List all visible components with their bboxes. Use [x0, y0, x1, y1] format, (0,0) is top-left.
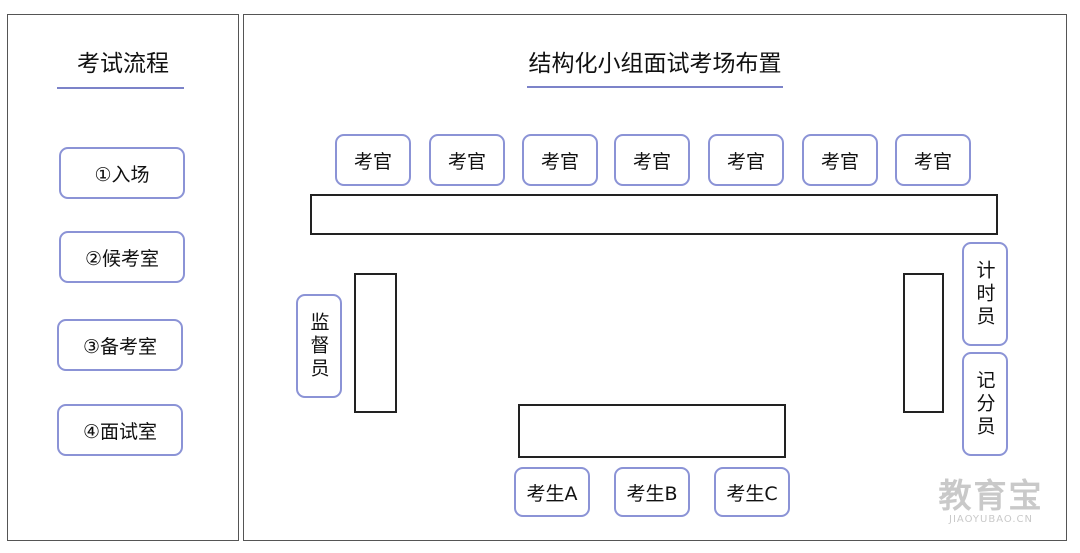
candidate-table	[518, 404, 786, 458]
process-title-underline	[57, 87, 184, 89]
step-prep-room: ③备考室	[57, 319, 183, 371]
staff-table	[903, 273, 944, 413]
timekeeper: 计时员	[962, 242, 1008, 346]
step-enter: ①入场	[59, 147, 185, 199]
supervisor-table	[354, 273, 397, 413]
candidate-c: 考生C	[714, 467, 790, 517]
examiner-7: 考官	[895, 134, 971, 186]
process-title: 考试流程	[77, 51, 169, 77]
layout-title: 结构化小组面试考场布置	[528, 51, 782, 77]
watermark-main-text: 教育宝	[938, 476, 1044, 515]
layout-title-underline	[527, 86, 783, 88]
examiner-2: 考官	[429, 134, 505, 186]
watermark-logo: 教育宝 JIAOYUBAO.CN	[918, 478, 1064, 526]
supervisor: 监督员	[296, 294, 342, 398]
examiner-6: 考官	[802, 134, 878, 186]
examiner-3: 考官	[522, 134, 598, 186]
watermark-sub-text: JIAOYUBAO.CN	[949, 514, 1033, 525]
step-waiting-room: ②候考室	[59, 231, 185, 283]
examiner-4: 考官	[614, 134, 690, 186]
examiner-table	[310, 194, 998, 235]
examiner-1: 考官	[335, 134, 411, 186]
candidate-b: 考生B	[614, 467, 690, 517]
examiner-5: 考官	[708, 134, 784, 186]
scorekeeper: 记分员	[962, 352, 1008, 456]
candidate-a: 考生A	[514, 467, 590, 517]
step-interview-room: ④面试室	[57, 404, 183, 456]
